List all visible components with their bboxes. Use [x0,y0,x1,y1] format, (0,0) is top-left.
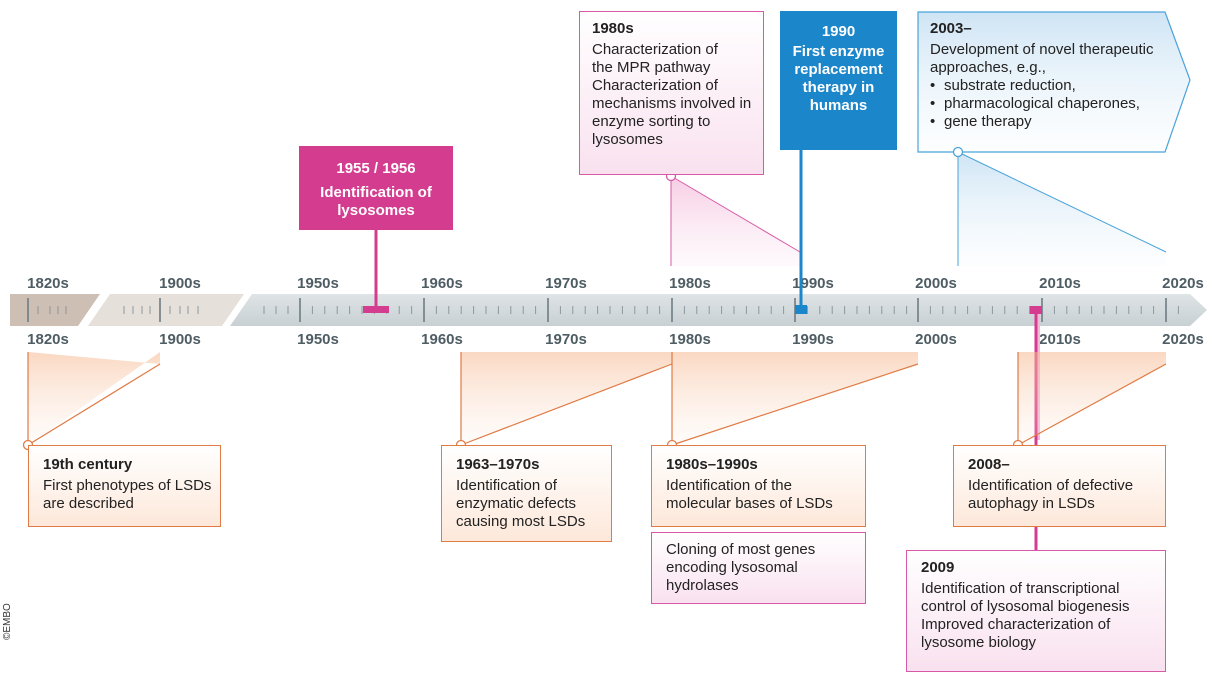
box-1990-title: 1990 [821,23,856,40]
box-2003-bullets: substrate reduction, pharmacological cha… [930,77,1178,131]
box-2003-bullet: substrate reduction, [930,77,1178,95]
connector-19th-line [27,363,161,446]
connector-2008-line [1017,363,1167,446]
axis-band-main [230,294,1207,326]
box-1980-1990: 1980s–1990s Identification of the molecu… [651,445,866,527]
box-1980s-title: 1980s [592,20,634,37]
connector-1980-1990-fan [672,352,918,445]
box-1963: 1963–1970s Identification of enzymatic d… [441,445,612,542]
axis-label-top: 1950s [297,275,339,292]
axis-label-bottom: 1990s [792,331,834,348]
box-1955-text: Identification of lysosomes [320,184,432,219]
box-1980-1990-title: 1980s–1990s [666,456,758,473]
box-1955-title: 1955 / 1956 [336,160,416,177]
connector-2003-fan [958,152,1166,266]
axis-ticks [27,298,1179,322]
axis-label-top: 1980s [669,275,711,292]
axis-label-bottom: 2000s [915,331,957,348]
box-1990: 1990 First enzyme replacement therapy in… [780,11,897,150]
box-2009-text1: Identification of transcriptional contro… [921,580,1130,615]
connector-1980s-line [670,175,801,253]
box-1980s: 1980s Characterization of the MPR pathwa… [579,11,764,175]
axis-label-bottom: 1820s [27,331,69,348]
box-2008-title: 2008– [968,456,1010,473]
box-1963-title: 1963–1970s [456,456,540,473]
axis-label-top: 1970s [545,275,587,292]
axis-label-top: 1900s [159,275,201,292]
axis-label-bottom: 1960s [421,331,463,348]
box-2008-text: Identification of defective autophagy in… [968,477,1134,512]
connector-1963-line [460,363,673,446]
box-2003-bullet: pharmacological chaperones, [930,95,1178,113]
axis-label-top: 2000s [915,275,957,292]
axis-label-bottom: 1900s [159,331,201,348]
box-2008: 2008– Identification of defective autoph… [953,445,1166,527]
axis-labels: 1820s 1900s 1950s 1960s 1970s 1980s 1990s 2000s… [27,275,1204,348]
axis-label-bottom: 1980s [669,331,711,348]
dot-2003 [952,146,964,158]
box-1955: 1955 / 1956 Identification of lysosomes [299,146,453,230]
marker-1990 [795,305,807,314]
connector-2008-fan [1018,352,1166,445]
box-2009: 2009 Identification of transcriptional c… [906,550,1166,672]
axis-label-top: 1820s [27,275,69,292]
box-19th-text: First phenotypes of LSDs are described [43,477,212,512]
box-1980s-text1: Characterization of the MPR pathway [592,41,718,76]
box-2003-bullet: gene therapy [930,113,1178,131]
box-2003: 2003– Development of novel therapeutic a… [918,12,1178,152]
credit: ©EMBO [2,603,13,640]
axis-label-bottom: 1950s [297,331,339,348]
axis-label-top: 2010s [1039,275,1081,292]
box-1990-text: First enzyme replacement therapy in huma… [792,43,885,114]
axis-band-1900s [88,294,244,326]
axis-label-top: 1990s [792,275,834,292]
connector-1980-1990-line [671,363,919,446]
box-2009-text2: Improved characterization of lysosome bi… [921,616,1111,651]
axis-label-top: 2020s [1162,275,1204,292]
axis-band-1820s [10,294,100,326]
axis-label-bottom: 2010s [1039,331,1081,348]
box-cloning: Cloning of most genes encoding lysosomal… [651,532,866,604]
box-2003-title: 2003– [930,20,972,37]
connector-2003-line [957,151,1167,253]
box-2009-title: 2009 [921,559,955,576]
box-1963-text: Identification of enzymatic defects caus… [456,477,586,530]
box-1980s-text2: Characterization of mechanisms involved … [592,77,752,148]
box-1980-1990-text: Identification of the molecular bases of… [666,477,833,512]
axis-label-bottom: 2020s [1162,331,1204,348]
connector-19th-fan [28,352,160,445]
marker-2009 [1030,306,1042,314]
box-19th-title: 19th century [43,456,133,473]
axis-label-bottom: 1970s [545,331,587,348]
box-19th-century: 19th century First phenotypes of LSDs ar… [28,445,221,527]
connector-1963-fan [461,352,672,445]
box-2003-text: Development of novel therapeutic approac… [930,41,1154,76]
marker-1955 [363,306,389,313]
axis-label-top: 1960s [421,275,463,292]
connector-1980s-fan [671,176,800,266]
box-cloning-text: Cloning of most genes encoding lysosomal… [666,541,816,594]
